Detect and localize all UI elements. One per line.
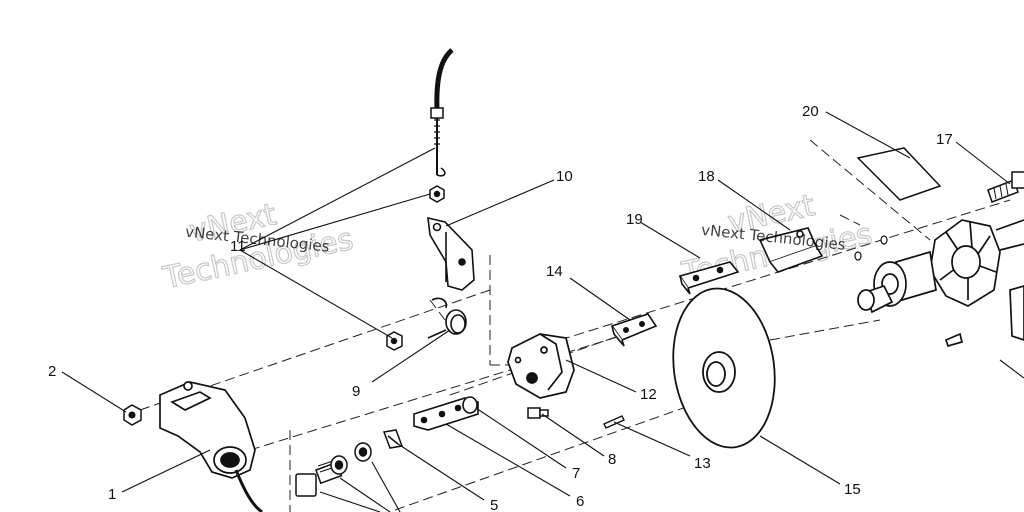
leader-lines [61,111,1024,512]
callout-18: 18 [698,168,715,185]
callout-17: 17 [936,131,953,148]
callout-7: 7 [572,465,580,482]
callout-labels: 1 2 5 6 7 8 9 10 11 12 13 14 15 17 18 19… [48,103,953,512]
callout-5: 5 [490,497,498,512]
bolt-part-17 [987,171,1024,203]
callout-12: 12 [640,386,657,403]
small-rings [854,235,888,261]
bracket-nut [386,331,403,351]
nut-part-2 [123,404,142,426]
cable-bracket [427,216,475,291]
link-plate [413,396,479,431]
callout-9: 9 [352,383,360,400]
sheave-disc [672,287,776,449]
callout-11: 11 [230,238,246,255]
washer-part-4 [330,455,348,475]
assembly-dashed-lines [139,139,1011,512]
callout-13: 13 [694,455,711,472]
plate-part-19 [678,261,740,295]
callout-19: 19 [626,211,643,228]
callout-20: 20 [802,103,819,120]
actuator-lever [159,381,263,512]
cable-nut [429,185,445,203]
plate-part-18 [758,227,824,273]
torsion-spring [427,297,467,339]
callout-14: 14 [546,263,563,280]
clutch-hub-assembly [857,219,1024,348]
callout-15: 15 [844,481,861,498]
cam-block [507,333,575,399]
callout-6: 6 [576,493,584,510]
callout-10: 10 [556,168,573,185]
control-cable [430,48,454,177]
callout-1: 1 [108,486,116,503]
plate-part-14 [610,313,658,347]
washer-part-3 [354,442,372,462]
decal-part-20 [856,147,942,201]
callout-8: 8 [608,451,616,468]
callout-2: 2 [48,363,56,380]
